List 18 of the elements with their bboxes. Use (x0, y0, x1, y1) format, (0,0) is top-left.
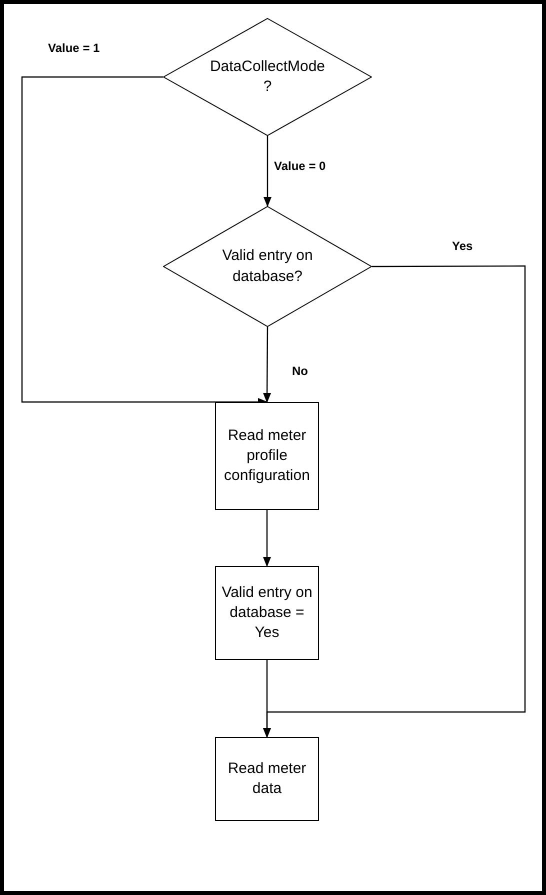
edge-label: Value = 1 (46, 42, 102, 54)
decision-diamond (163, 18, 372, 136)
edge-label: Yes (450, 240, 475, 252)
decision-diamond (163, 206, 372, 327)
arrow (264, 136, 272, 207)
node-text: Valid entry on database? (221, 246, 314, 286)
process-box (215, 402, 319, 510)
process-box (215, 737, 319, 821)
node-text: Read meter profile configuration (223, 426, 311, 486)
node-text: Valid entry on database = Yes (220, 582, 314, 644)
node-text: DataCollectMode ? (208, 56, 326, 97)
arrow (263, 510, 271, 567)
node-text: Read meter data (226, 758, 308, 799)
edge-label: Value = 0 (272, 160, 328, 172)
edge-label: No (290, 365, 310, 377)
process-box (215, 566, 319, 660)
arrow (263, 327, 272, 403)
arrow (263, 660, 271, 738)
